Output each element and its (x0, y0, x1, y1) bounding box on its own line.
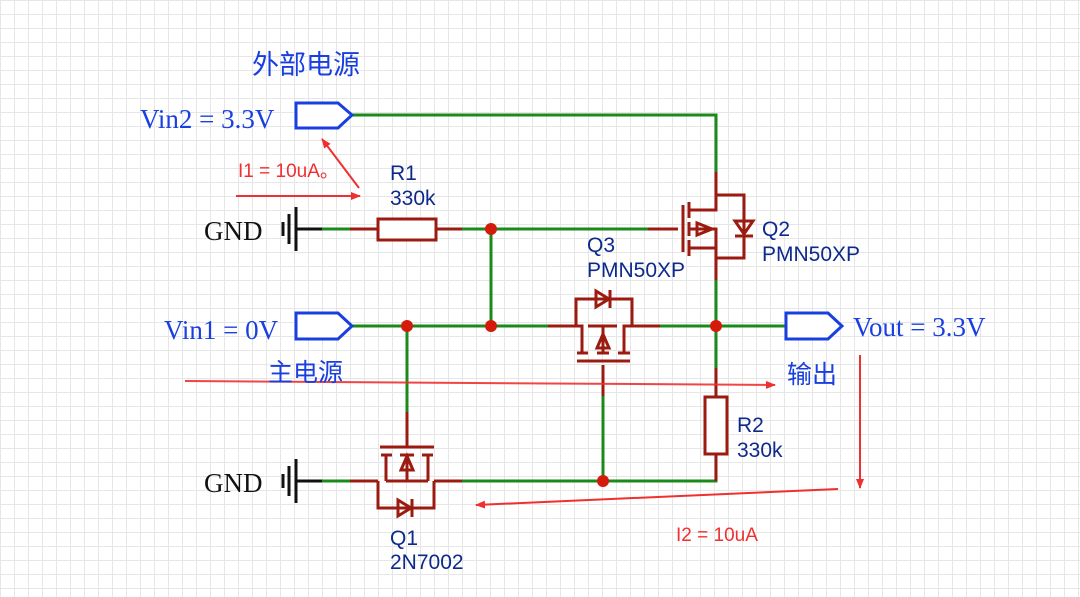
annotation-i1: I1 = 10uA。 (238, 161, 339, 182)
r1-ref: R1 (390, 162, 417, 185)
q3-ref: Q3 (587, 234, 615, 257)
current-arrows (184, 138, 864, 509)
label-external-supply: 外部电源 (252, 50, 360, 81)
junction-dot (485, 223, 497, 235)
junction-dot (710, 320, 722, 332)
ground-symbol-2 (281, 459, 322, 503)
junction-dot (485, 320, 497, 332)
mosfet-q3[interactable] (574, 288, 634, 363)
label-output: 输出 (787, 360, 837, 389)
r2-ref: R2 (737, 414, 764, 437)
ground-label-2: GND (204, 468, 263, 498)
port-label-vin2: Vin2 = 3.3V (140, 104, 275, 134)
q1-value: 2N7002 (390, 551, 464, 574)
junction-dot (597, 475, 609, 487)
q3-value: PMN50XP (587, 259, 685, 282)
r2-value: 330k (737, 439, 783, 462)
ground-symbol-1 (281, 207, 322, 251)
port-vin2[interactable] (294, 101, 355, 130)
component-leads (350, 172, 718, 483)
junction-dot (401, 320, 413, 332)
junctions (401, 223, 722, 487)
q2-ref: Q2 (762, 218, 790, 241)
resistor-r1[interactable] (376, 217, 438, 242)
label-main-supply: 主电源 (268, 358, 343, 387)
q1-ref: Q1 (390, 527, 418, 550)
mosfet-q2[interactable] (681, 193, 756, 260)
wire-vin2 (350, 113, 718, 174)
arrow-i1-diagonal (321, 138, 360, 189)
port-label-vin1: Vin1 = 0V (164, 315, 279, 345)
arrow-i2-horizontal (475, 488, 839, 509)
port-vout[interactable] (784, 311, 845, 341)
annotation-i2: I2 = 10uA (676, 525, 758, 546)
arrow-main-horizontal (184, 380, 776, 389)
q2-value: PMN50XP (762, 243, 860, 266)
mosfet-q1[interactable] (376, 445, 436, 519)
resistor-r2[interactable] (703, 395, 729, 456)
r1-value: 330k (390, 187, 436, 210)
port-label-vout: Vout = 3.3V (853, 312, 986, 342)
ground-label-1: GND (204, 216, 263, 246)
port-vin1[interactable] (294, 311, 355, 341)
